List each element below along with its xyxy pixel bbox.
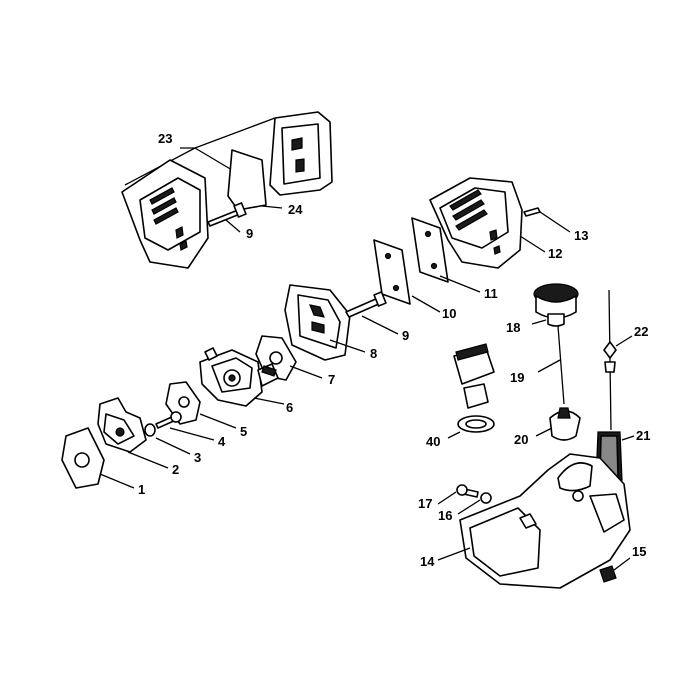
- callout-19: 19: [510, 370, 524, 385]
- callout-40: 40: [426, 434, 440, 449]
- callout-12: 12: [548, 246, 562, 261]
- callout-9b: 9: [402, 328, 409, 343]
- carburetor: [199, 347, 285, 407]
- callout-8: 8: [370, 346, 377, 361]
- callout-18: 18: [506, 320, 520, 335]
- screw-9a: [207, 209, 241, 227]
- manifold-assembly: [61, 381, 237, 489]
- callout-11: 11: [484, 286, 498, 301]
- screw-13: [523, 207, 541, 217]
- shroud-assembly: [373, 177, 571, 313]
- fuel-line-assembly: [595, 289, 635, 481]
- filter-pad: [227, 149, 267, 211]
- callout-5: 5: [240, 424, 247, 439]
- callout-13: 13: [574, 228, 588, 243]
- fuel-tank-assembly: [437, 453, 631, 589]
- callout-1: 1: [138, 482, 145, 497]
- callout-3: 3: [194, 450, 201, 465]
- callout-15: 15: [632, 544, 646, 559]
- callout-7: 7: [328, 372, 335, 387]
- fuel-cap-assembly: [447, 283, 581, 441]
- callout-6: 6: [286, 400, 293, 415]
- callout-2: 2: [172, 462, 179, 477]
- gasket-plate-11: [411, 217, 449, 283]
- callout-22: 22: [634, 324, 648, 339]
- callout-17: 17: [418, 496, 432, 511]
- callout-labels: 23 24 9 13 12 11 10 9 8 7 6 5 4 3 2 1 18…: [138, 131, 650, 569]
- callout-10: 10: [442, 306, 456, 321]
- gasket-plate-10: [373, 239, 411, 305]
- callout-4: 4: [218, 434, 226, 449]
- plug-15: [599, 565, 617, 583]
- cap-tether: [557, 325, 565, 405]
- callout-23: 23: [158, 131, 172, 146]
- leader-23: [124, 117, 276, 186]
- callout-16: 16: [438, 508, 452, 523]
- washer-3: [144, 423, 156, 437]
- callout-20: 20: [514, 432, 528, 447]
- air-filter-cover-assembly: [121, 111, 333, 269]
- callout-21: 21: [636, 428, 650, 443]
- fuel-line: [608, 289, 612, 431]
- callout-9a: 9: [246, 226, 253, 241]
- washer-16: [480, 492, 492, 504]
- callout-14: 14: [420, 554, 435, 569]
- filter-base-assembly: [255, 284, 399, 381]
- callout-24: 24: [288, 202, 303, 217]
